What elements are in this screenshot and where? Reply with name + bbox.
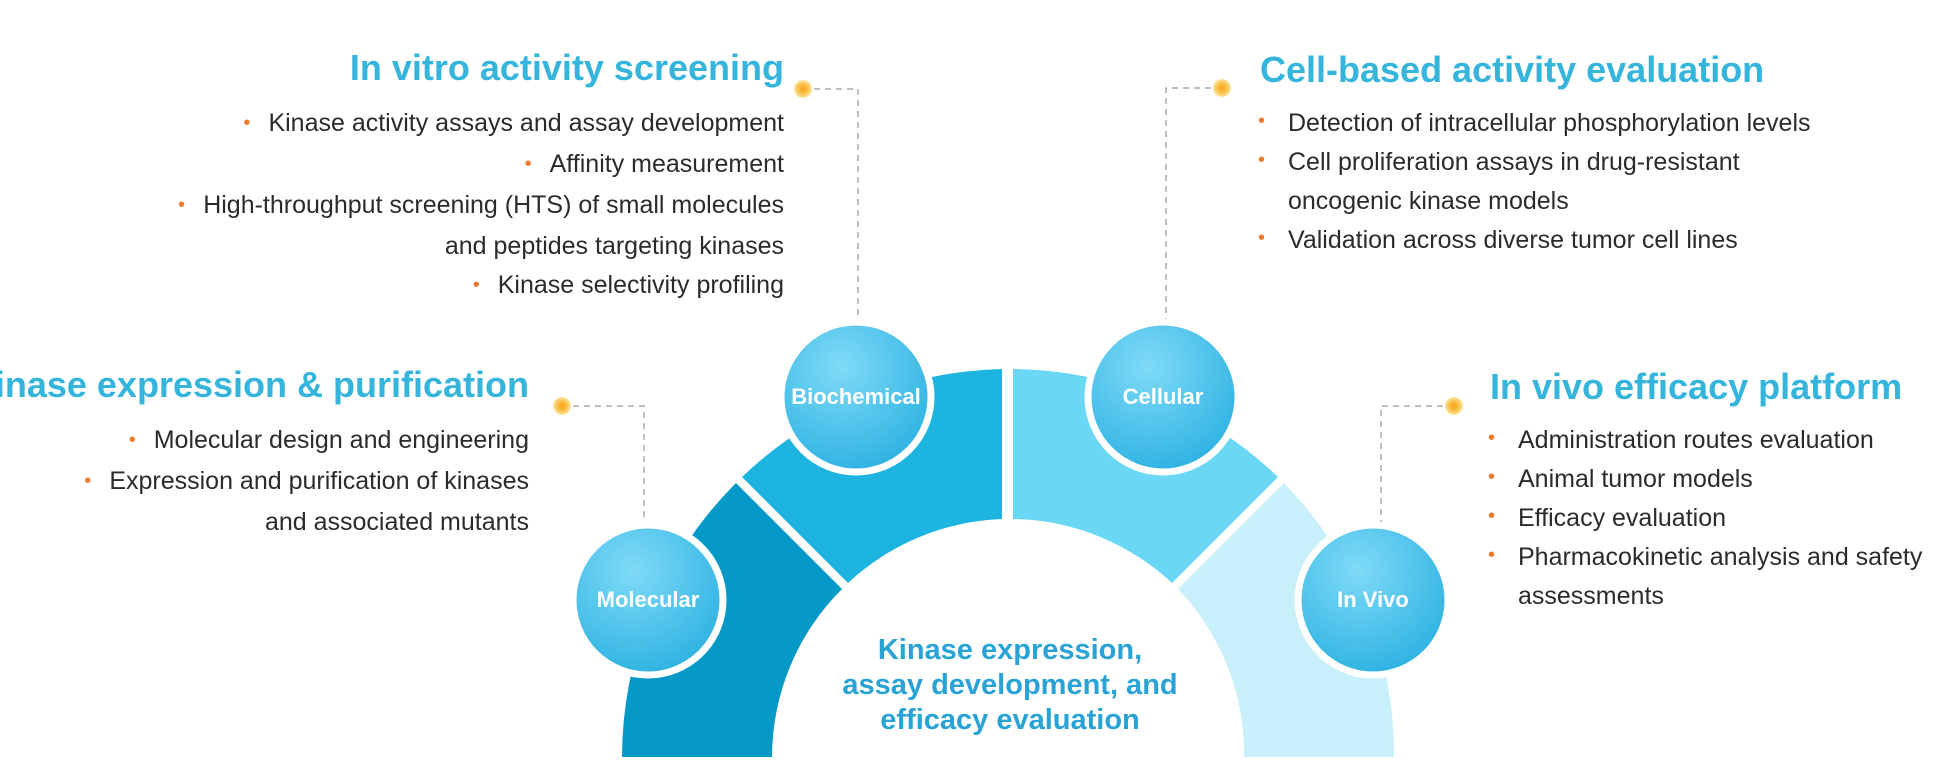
center-title-line-3: efficacy evaluation	[880, 704, 1140, 736]
node-label-cellular: Cellular	[1122, 384, 1204, 409]
heading-expression: Kinase expression & purification	[0, 364, 529, 405]
bullet-icon: •	[84, 470, 92, 492]
bullet-icon: •	[472, 274, 480, 296]
bullet-icon: •	[1488, 466, 1496, 488]
list-item: •Administration routes evaluation	[1488, 421, 1922, 460]
connector-in-vivo	[1380, 405, 1454, 531]
list-in-vivo: •Administration routes evaluation •Anima…	[1488, 421, 1922, 616]
list-item: •Animal tumor models	[1488, 460, 1922, 499]
connector-in-vitro	[803, 88, 859, 327]
bullet-icon: •	[243, 112, 251, 134]
list-item-continuation: assessments	[1518, 582, 1664, 610]
dot-in-vivo	[1445, 397, 1463, 415]
dot-expression	[553, 397, 571, 415]
bullet-icon: •	[1258, 149, 1266, 171]
list-item: •Validation across diverse tumor cell li…	[1258, 221, 1811, 260]
bullet-icon: •	[1258, 227, 1266, 249]
list-item-continuation: and peptides targeting kinases	[444, 232, 784, 260]
list-in-vitro: •Kinase activity assays and assay develo…	[178, 104, 784, 307]
list-item: •Affinity measurement	[524, 150, 784, 178]
list-item: •Kinase selectivity profiling	[472, 271, 784, 299]
node-label-molecular: Molecular	[596, 587, 700, 612]
arc-segment-cellular	[1013, 369, 1278, 583]
center-title-line-2: assay development, and	[842, 669, 1178, 701]
list-item: •High-throughput screening (HTS) of smal…	[178, 191, 784, 219]
list-item: •Detection of intracellular phosphorylat…	[1258, 104, 1811, 143]
heading-cell-based: Cell-based activity evaluation	[1260, 49, 1765, 90]
list-item: •Pharmacokinetic analysis and safety	[1488, 538, 1922, 577]
connector-expression	[562, 405, 645, 527]
bullet-icon: •	[1488, 544, 1496, 566]
bullet-icon: •	[1488, 505, 1496, 527]
connector-cell-based	[1165, 87, 1222, 327]
bullet-icon: •	[178, 194, 186, 216]
bullet-icon: •	[1488, 427, 1496, 449]
heading-in-vivo: In vivo efficacy platform	[1490, 366, 1903, 407]
node-label-biochemical: Biochemical	[791, 384, 921, 409]
list-item: •Molecular design and engineering	[128, 426, 529, 454]
dot-cell-based	[1213, 79, 1231, 97]
arc-segment-biochemical	[742, 369, 1002, 583]
node-cellular[interactable]	[1084, 318, 1242, 476]
list-item-continuation: and associated mutants	[264, 508, 529, 536]
list-expression: •Molecular design and engineering •Expre…	[84, 421, 529, 542]
center-title-line-1: Kinase expression,	[877, 634, 1143, 666]
list-item: •Expression and purification of kinases	[84, 467, 529, 495]
list-item: •Kinase activity assays and assay develo…	[243, 109, 784, 137]
list-item: •Efficacy evaluation	[1488, 499, 1922, 538]
list-item: •Cell proliferation assays in drug-resis…	[1258, 143, 1811, 182]
node-molecular[interactable]	[569, 521, 727, 679]
center-title: Kinase expression, assay development, an…	[830, 633, 1190, 738]
node-biochemical[interactable]	[777, 318, 935, 476]
list-cell-based: •Detection of intracellular phosphorylat…	[1258, 104, 1811, 260]
arc-segment-molecular	[622, 483, 842, 757]
node-invivo[interactable]	[1294, 521, 1452, 679]
bullet-icon: •	[1258, 110, 1266, 132]
heading-in-vitro: In vitro activity screening	[349, 47, 784, 88]
bullet-icon: •	[128, 429, 136, 451]
bullet-icon: •	[524, 153, 532, 175]
dot-in-vitro	[794, 80, 812, 98]
node-label-invivo: In Vivo	[1337, 587, 1409, 612]
list-item-continuation: oncogenic kinase models	[1288, 187, 1569, 215]
arc-segment-invivo	[1178, 483, 1395, 757]
